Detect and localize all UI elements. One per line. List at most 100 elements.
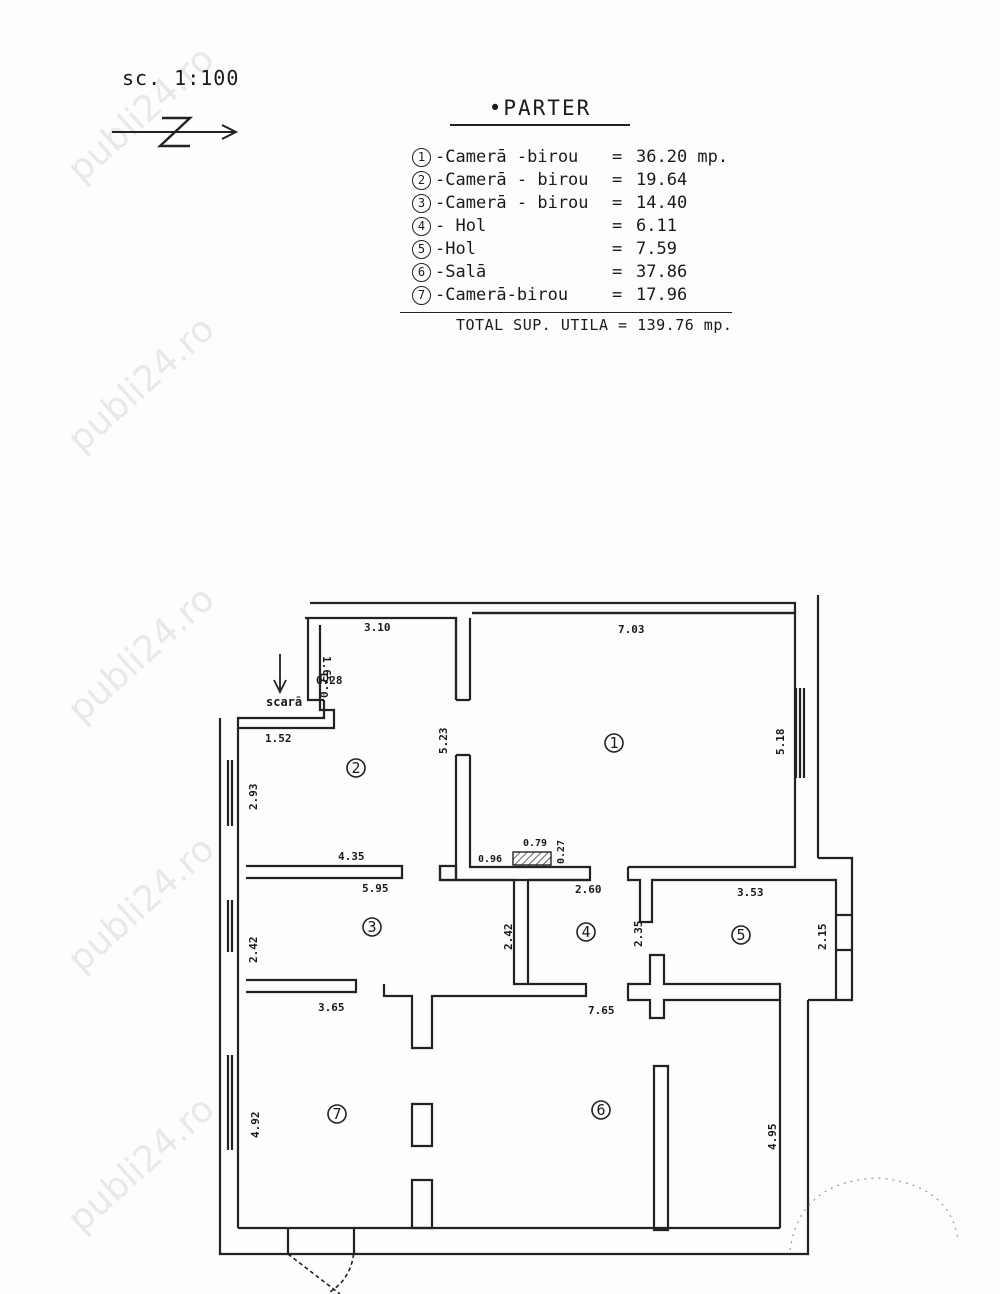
dimension-label: 2.42	[247, 937, 260, 964]
room-number: 7	[412, 286, 431, 305]
dimension-label: 2.15	[816, 924, 829, 951]
entrance	[286, 1228, 356, 1254]
equals-sign: =	[612, 170, 623, 190]
room-number: 3	[412, 194, 431, 213]
dimension-label: 1.52	[265, 732, 292, 745]
total-area: TOTAL SUP. UTILA = 139.76 mp.	[456, 316, 733, 334]
dimension-label: 0.28	[316, 674, 343, 687]
room-number: 5	[736, 926, 745, 944]
room-number: 2	[351, 759, 360, 777]
interior-wall	[438, 864, 458, 882]
window	[226, 1055, 234, 1150]
dimension-label: 4.92	[249, 1112, 262, 1139]
dimension-label: 3.53	[737, 886, 764, 899]
room-name: -Camerā - birou	[435, 193, 589, 213]
outer-wall	[236, 625, 336, 730]
outer-wall	[306, 618, 324, 702]
room-area: 6.11	[636, 216, 677, 236]
dimension-label: 3.10	[364, 621, 391, 634]
north-arrow-icon	[112, 116, 239, 148]
window	[226, 760, 234, 826]
room-area: 37.86	[636, 262, 688, 282]
equals-sign: =	[612, 262, 623, 282]
page-title: •PARTER	[488, 96, 592, 120]
room-area: 14.40	[636, 193, 688, 213]
room-number: 6	[596, 1101, 605, 1119]
legend-row: 5 -Hol = 7.59	[412, 238, 742, 262]
dimension-label: 5.23	[437, 728, 450, 755]
scale-label: sc. 1:100	[122, 66, 240, 90]
equals-sign: =	[612, 216, 623, 236]
chimney	[512, 851, 552, 866]
interior-wall	[626, 867, 838, 1002]
outer-wall	[218, 718, 790, 1256]
column	[410, 1102, 434, 1148]
window	[836, 913, 852, 952]
stair-label: scarā	[266, 695, 302, 709]
dimension-label: 2.93	[247, 784, 260, 811]
dimension-label: 2.42	[502, 924, 515, 951]
window	[794, 688, 806, 778]
room-number: 5	[412, 240, 431, 259]
room-number: 7	[332, 1105, 341, 1123]
interior-wall	[626, 953, 782, 1020]
room-area: 19.64	[636, 170, 688, 190]
interior-wall	[456, 698, 470, 757]
legend-row: 4 - Hol = 6.11	[412, 215, 742, 239]
room-marker	[362, 917, 382, 937]
interior-wall	[246, 864, 404, 880]
room-number: 4	[581, 923, 590, 941]
room-marker	[604, 733, 624, 753]
room-number: 6	[412, 263, 431, 282]
legend-row: 7 -Camerā-birou = 17.96	[412, 284, 742, 308]
room-name: -Hol	[435, 239, 476, 259]
dimension-label: 0.96	[478, 854, 502, 865]
room-name: - Hol	[435, 216, 487, 236]
equals-sign: =	[612, 193, 623, 213]
outer-wall	[790, 1000, 810, 1256]
legend-divider	[400, 312, 732, 313]
room-marker	[327, 1104, 347, 1124]
room-marker	[591, 1100, 611, 1120]
legend-row: 2 -Camerā - birou = 19.64	[412, 169, 742, 193]
dimension-label: 4.35	[338, 850, 365, 863]
legend-row: 1 -Camerā -birou = 36.20 mp.	[412, 146, 742, 170]
legend-row: 3 -Camerā - birou = 14.40	[412, 192, 742, 216]
interior-wall	[410, 1178, 434, 1230]
dimension-label: 5.18	[774, 729, 787, 756]
dimension-label: 7.03	[618, 623, 645, 636]
interior-wall	[454, 618, 472, 700]
room-name: -Salā	[435, 262, 487, 282]
room-marker	[576, 922, 596, 942]
dimension-label: 2.35	[632, 921, 645, 948]
room-marker	[346, 758, 366, 778]
title-underline	[450, 124, 630, 126]
interior-wall	[454, 755, 592, 882]
equals-sign: =	[612, 285, 623, 305]
interior-wall	[472, 611, 797, 869]
room-number: 1	[609, 734, 618, 752]
dimension-label: 2.60	[575, 883, 602, 896]
room-marker	[731, 925, 751, 945]
outer-wall	[310, 601, 797, 615]
dimension-label: 5.95	[362, 882, 389, 895]
window	[226, 900, 234, 952]
interior-wall	[246, 978, 358, 994]
column	[652, 1064, 670, 1232]
room-number: 2	[412, 171, 431, 190]
door-swing	[287, 1239, 355, 1294]
stair-arrow-icon	[273, 679, 287, 695]
interior-wall	[818, 856, 854, 1002]
room-number: 1	[412, 148, 431, 167]
dimension-label: 0.71	[318, 671, 331, 698]
stamp-mark	[789, 1177, 959, 1251]
equals-sign: =	[612, 147, 623, 167]
room-name: -Camerā - birou	[435, 170, 589, 190]
interior-wall	[438, 866, 590, 986]
dimension-label: 7.65	[588, 1004, 615, 1017]
room-name: -Camerā-birou	[435, 285, 569, 305]
room-name: -Camerā -birou	[435, 147, 579, 167]
room-area: 36.20 mp.	[636, 147, 729, 167]
dimension-label: 1.65	[320, 656, 333, 683]
